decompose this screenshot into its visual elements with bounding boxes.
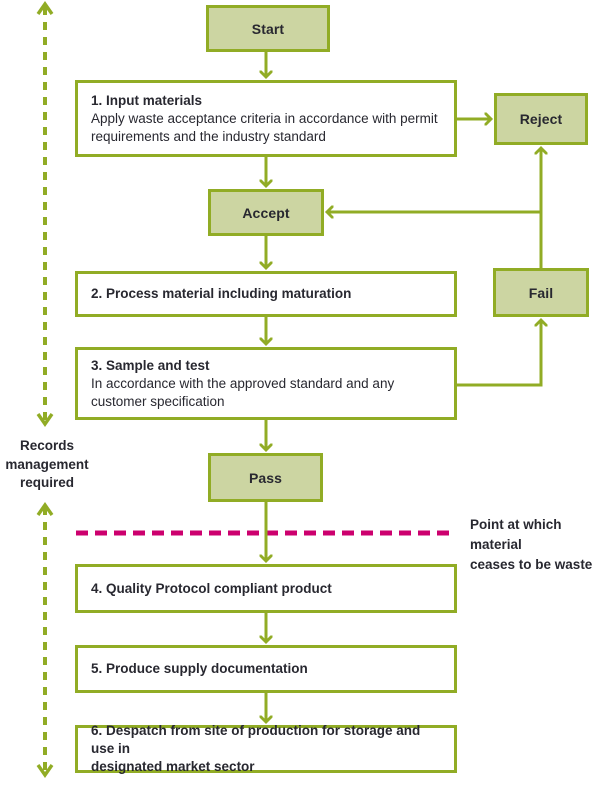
node-sample-and-test: 3. Sample and test In accordance with th… [75,347,457,420]
arrow-up-icon [36,502,54,516]
node-sample-and-test-desc: In accordance with the approved standard… [91,375,395,409]
records-management-label: Records management required [5,438,89,490]
node-despatch: 6. Despatch from site of production for … [75,723,457,774]
node-start: Start [206,5,330,52]
node-process-material-title: 2. Process material including maturation [91,286,352,301]
node-fail-label: Fail [528,284,554,301]
node-reject-label: Reject [519,111,563,127]
records-span-lower [36,502,54,778]
node-fail: Fail [493,268,589,317]
node-accept-label: Accept [242,204,290,221]
arrow-up-icon [36,1,54,15]
node-pass-label: Pass [248,469,283,486]
waste-point-label: Point at which material ceases to be was… [470,517,593,572]
node-input-materials-title: 1. Input materials [91,92,203,108]
node-accept: Accept [208,189,324,236]
node-reject: Reject [494,93,588,145]
node-compliant-product: 4. Quality Protocol compliant product [75,564,457,613]
connector-sample-to-fail [457,320,541,387]
records-span-upper [36,1,54,427]
arrow-down-icon [36,413,54,427]
node-compliant-product-title: 4. Quality Protocol compliant product [91,580,332,596]
node-process-material: 2. Process material including maturation [75,271,457,317]
node-despatch-title: 6. Despatch from site of production for … [91,723,421,774]
node-pass: Pass [208,453,323,502]
node-supply-documentation: 5. Produce supply documentation [75,645,457,693]
node-supply-documentation-title: 5. Produce supply documentation [91,661,308,676]
node-sample-and-test-title: 3. Sample and test [91,357,210,373]
node-input-materials-desc: Apply waste acceptance criteria in accor… [91,110,438,144]
node-input-materials: 1. Input materials Apply waste acceptanc… [75,80,457,157]
node-start-label: Start [251,20,285,37]
arrow-down-icon [36,764,54,778]
